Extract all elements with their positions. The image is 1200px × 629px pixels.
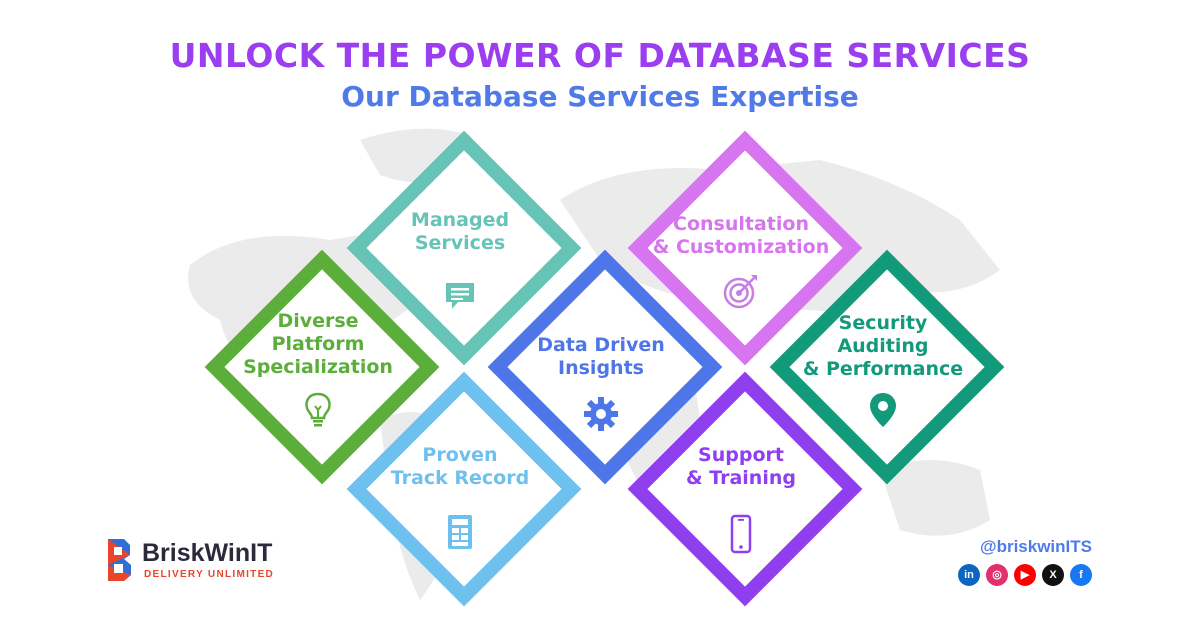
brand-name: BriskWinIT xyxy=(142,539,273,567)
briskwin-logo-icon xyxy=(108,539,131,581)
x-icon[interactable]: X xyxy=(1042,564,1064,586)
gear-icon xyxy=(584,397,618,431)
page-subtitle: Our Database Services Expertise xyxy=(341,80,859,113)
youtube-icon[interactable]: ▶ xyxy=(1014,564,1036,586)
target-icon xyxy=(723,275,757,309)
lightbulb-icon xyxy=(305,392,331,427)
service-tile-support-training: Support& Training xyxy=(627,371,863,607)
instagram-icon[interactable]: ◎ xyxy=(986,564,1008,586)
location-pin-icon xyxy=(870,393,896,427)
brand-logo: BriskWinIT DELIVERY UNLIMITED xyxy=(104,537,284,587)
smartphone-icon xyxy=(730,514,752,554)
service-label: Support& Training xyxy=(686,444,796,489)
service-tile-consultation: Consultation& Customization xyxy=(627,130,863,366)
page-title: UNLOCK THE POWER OF DATABASE SERVICES xyxy=(169,36,1031,75)
calculator-icon xyxy=(448,515,472,549)
brand-tagline: DELIVERY UNLIMITED xyxy=(144,569,275,580)
social-handle: @briskwinITS xyxy=(980,537,1092,556)
service-label: Consultation& Customization xyxy=(652,213,830,258)
facebook-icon[interactable]: f xyxy=(1070,564,1092,586)
linkedin-icon[interactable]: in xyxy=(958,564,980,586)
chat-icon xyxy=(446,283,474,309)
